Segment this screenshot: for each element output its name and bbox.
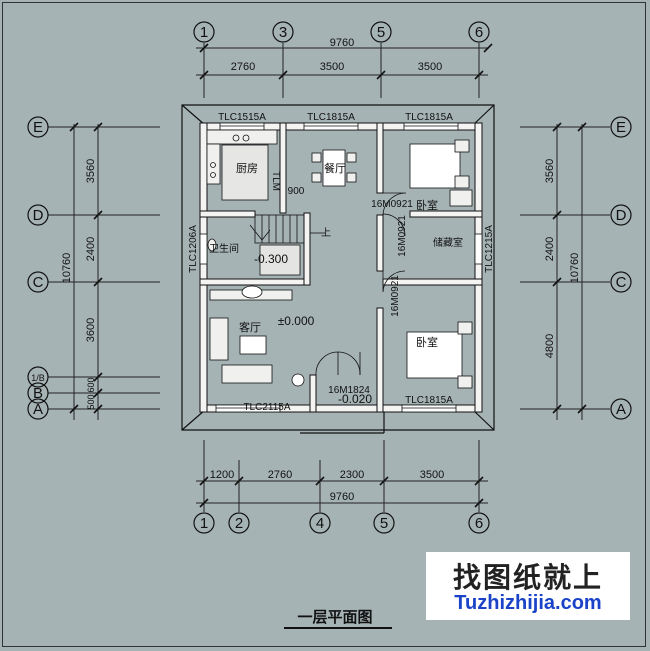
axis-label-bottom-6: 6	[475, 515, 483, 532]
staircase	[249, 214, 325, 244]
plan-title-underline	[284, 627, 392, 629]
dim-right-seg-3: 4800	[544, 334, 556, 358]
axis-label-left-e: E	[33, 119, 43, 136]
watermark-url: Tuzhizhijia.com	[454, 592, 602, 614]
door-label-storage: 16M0921	[397, 215, 408, 257]
dim-bottom-total: 9760	[330, 491, 354, 503]
level-label-bathroom: -0.300	[254, 252, 288, 266]
dimension-lines	[48, 43, 610, 512]
door-label-bedroom-lower: 16M0921	[390, 275, 401, 317]
room-label-bedroom-lower: 卧室	[416, 335, 438, 349]
dim-top-total: 9760	[330, 37, 354, 49]
axis-label-left-d: D	[33, 207, 44, 224]
axis-label-bottom-2: 2	[235, 515, 243, 532]
dim-top-seg-3: 3500	[418, 61, 442, 73]
dim-left-seg-3: 3600	[85, 318, 97, 342]
door-label-bedroom-upper: 16M0921	[371, 199, 413, 210]
dim-left-seg-5: 500	[86, 394, 96, 409]
room-label-storage: 储藏室	[433, 236, 463, 249]
dim-top-seg-2: 3500	[320, 61, 344, 73]
dim-bottom-seg-2: 2760	[268, 469, 292, 481]
axis-label-right-a: A	[616, 401, 626, 418]
door-swings	[315, 192, 407, 376]
dim-left-seg-2: 2400	[85, 237, 97, 261]
dim-left-seg-1: 3560	[85, 159, 97, 183]
room-label-bedroom-upper: 卧室	[416, 198, 438, 212]
room-label-kitchen: 厨房	[236, 162, 258, 175]
axis-label-top-6: 6	[475, 24, 483, 41]
axis-label-left-a: A	[33, 401, 43, 418]
tlm-label: TLM	[270, 171, 281, 191]
level-label-entrance: -0.020	[338, 392, 372, 406]
room-label-living: 客厅	[239, 320, 261, 334]
dim-bottom-seg-3: 2300	[340, 469, 364, 481]
dimension-ticks	[69, 43, 587, 508]
room-label-dining: 餐厅	[324, 161, 346, 175]
window-label-bottom-right: TLC1815A	[405, 395, 453, 406]
window-label-top-left: TLC1515A	[218, 112, 266, 123]
axis-bubbles	[27, 21, 632, 534]
opening-label: 900	[288, 186, 305, 197]
axis-label-left-1b: 1/B	[31, 373, 45, 383]
door-label-entrance: 16M1824	[328, 385, 370, 396]
axis-label-right-c: C	[616, 274, 627, 291]
axis-label-top-1: 1	[200, 24, 208, 41]
axis-label-top-3: 3	[279, 24, 287, 41]
dim-right-seg-2: 2400	[544, 237, 556, 261]
furniture	[206, 129, 473, 389]
plan-title: 一层平面图	[297, 608, 373, 626]
axis-label-bottom-5: 5	[380, 515, 388, 532]
dim-left-seg-4: 600	[86, 377, 96, 392]
dim-bottom-seg-4: 3500	[420, 469, 444, 481]
axis-label-right-e: E	[616, 119, 626, 136]
watermark-name: 找图纸就上	[452, 561, 603, 594]
dim-right-total: 10760	[569, 253, 581, 284]
window-label-top-mid: TLC1815A	[307, 112, 355, 123]
axis-label-left-b: B	[33, 385, 43, 402]
watermark-box: 找图纸就上 Tuzhizhijia.com	[426, 552, 630, 620]
window-label-right: TLC1215A	[484, 225, 495, 273]
axis-label-bottom-1: 1	[200, 515, 208, 532]
level-label-living: ±0.000	[278, 314, 315, 328]
window-label-left: TLC1206A	[188, 225, 199, 273]
axis-label-bottom-4: 4	[316, 515, 324, 532]
dim-bottom-seg-1: 1200	[210, 469, 234, 481]
roof-outline	[181, 104, 495, 434]
axis-label-left-c: C	[33, 274, 44, 291]
window-label-bottom-left: TLC2115A	[243, 402, 290, 413]
axis-label-right-d: D	[616, 207, 627, 224]
dim-top-seg-1: 2760	[231, 61, 255, 73]
dim-left-total: 10760	[61, 253, 73, 284]
stair-up-label: 上	[321, 227, 331, 239]
dim-right-seg-1: 3560	[544, 159, 556, 183]
window-label-top-right: TLC1815A	[405, 112, 453, 123]
axis-label-top-5: 5	[377, 24, 385, 41]
room-label-bathroom: 卫生间	[209, 242, 239, 255]
